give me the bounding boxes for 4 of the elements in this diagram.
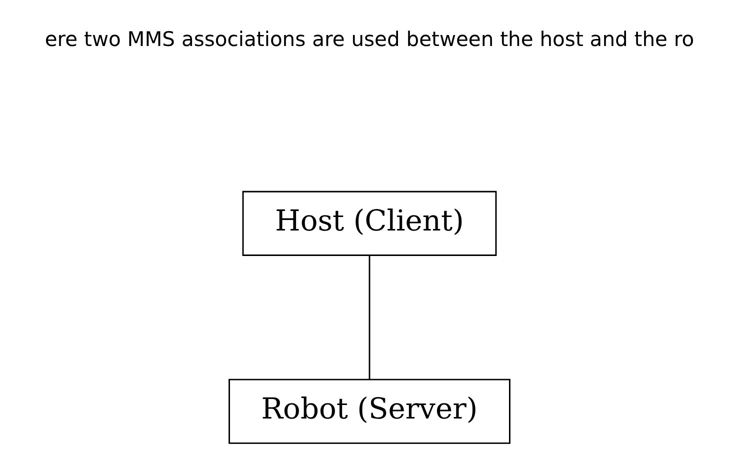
node-box: Robot (Server): [228, 378, 510, 444]
connector: [368, 255, 370, 380]
label: ere two MMS associations are used between the host and the ro: [44, 26, 694, 51]
node-box: Host (Client): [242, 190, 496, 256]
